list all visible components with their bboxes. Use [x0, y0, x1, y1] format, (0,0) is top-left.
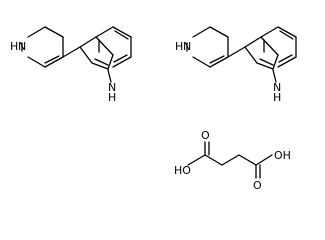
bond [113, 54, 128, 63]
bond [192, 26, 211, 38]
atom-label-ho: HO [174, 164, 191, 177]
atom-label-pip-n: N [183, 40, 191, 53]
bond [112, 56, 132, 68]
bond [260, 26, 279, 38]
atom-label-pip-n: N [18, 40, 26, 53]
bond [272, 54, 279, 70]
bond [95, 26, 114, 38]
atom-label-o: O [253, 179, 262, 192]
bond [278, 54, 293, 63]
molecule-succinic-acid: HO O OH O [174, 129, 291, 192]
structure-canvas: H N N H H N N H [10, 26, 297, 192]
bond [91, 62, 109, 70]
bond [227, 46, 246, 58]
bond [187, 154, 206, 166]
bond [44, 55, 60, 64]
bond [244, 36, 262, 48]
atom-label-o: O [201, 129, 210, 142]
molecule-1: H N N H [10, 26, 132, 104]
bond [209, 56, 229, 68]
bond [62, 46, 81, 58]
bond [277, 26, 297, 38]
bond [209, 55, 225, 64]
bond [107, 54, 114, 70]
atom-label-ind-h: H [273, 91, 281, 104]
bond [209, 26, 229, 38]
atom-label-ind-h: H [108, 91, 116, 104]
bond [221, 154, 240, 166]
bond [277, 56, 297, 68]
bond [112, 26, 132, 38]
atom-label-oh: OH [274, 149, 291, 162]
atom-label-ind-n: N [108, 81, 116, 94]
bond [244, 46, 258, 64]
molecule-2: H N N H [175, 26, 297, 104]
bond [192, 56, 211, 68]
bond [107, 69, 112, 83]
bond [259, 58, 274, 66]
bond [256, 62, 274, 70]
bond [27, 26, 46, 38]
bond [204, 154, 223, 166]
atom-label-ind-n: N [273, 81, 281, 94]
bond [238, 154, 257, 166]
bond [44, 56, 64, 68]
bond [27, 56, 46, 68]
bond [79, 46, 93, 64]
bond [44, 26, 64, 38]
atom-label-pip-h: H [175, 40, 183, 53]
bond [94, 58, 109, 66]
bond [114, 30, 129, 40]
bond [272, 69, 277, 83]
bond [255, 154, 273, 166]
bond [79, 36, 97, 48]
bond [279, 30, 294, 40]
atom-label-pip-n: H [10, 40, 18, 53]
